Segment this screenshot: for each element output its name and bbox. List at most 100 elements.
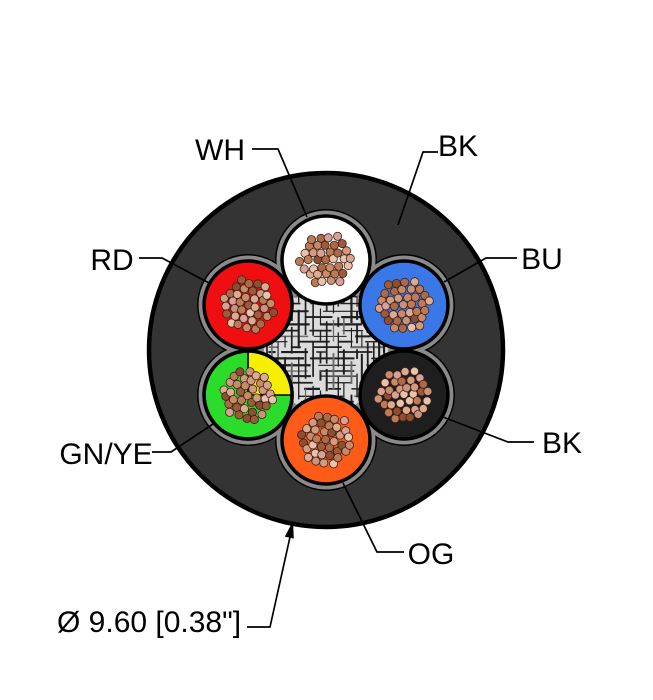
copper-strand (383, 280, 393, 290)
strand-bundle-bk (373, 366, 433, 424)
copper-strand (410, 277, 420, 287)
conductor-rd (202, 259, 294, 351)
copper-strand (251, 371, 261, 381)
copper-strand (232, 289, 242, 299)
copper-strand (268, 395, 278, 405)
copper-strand (405, 412, 415, 422)
copper-strand (243, 391, 253, 401)
copper-strand (337, 239, 347, 249)
copper-strand (398, 300, 408, 310)
copper-strand (306, 235, 316, 245)
copper-strand (341, 246, 351, 256)
copper-strand (333, 231, 343, 241)
copper-strand (383, 316, 393, 326)
copper-strand (323, 233, 333, 243)
copper-strand (422, 396, 432, 406)
copper-strand (384, 385, 394, 395)
copper-strand (240, 381, 250, 391)
copper-strand (236, 395, 246, 405)
copper-strand (228, 395, 238, 405)
label-bu: BU (521, 243, 563, 276)
copper-strand (266, 298, 276, 308)
strand-bundle-rd (219, 275, 278, 334)
label-gn-ye: GN/YE (59, 438, 152, 471)
dimension-callout: Ø 9.60 [0.38"] (57, 521, 294, 639)
copper-strand (344, 440, 354, 450)
copper-strand (268, 307, 278, 317)
copper-strand (412, 396, 422, 406)
copper-strand (316, 442, 326, 452)
copper-strand (423, 386, 433, 396)
copper-strand (386, 400, 396, 410)
copper-strand (402, 383, 412, 393)
dimension-label: Ø 9.60 [0.38"] (57, 606, 241, 639)
conductor-bk (358, 349, 450, 441)
copper-strand (259, 372, 269, 382)
copper-strand (393, 293, 403, 303)
copper-strand (321, 255, 331, 265)
copper-strand (409, 366, 419, 376)
copper-strand (406, 299, 416, 309)
copper-strand (235, 367, 245, 377)
copper-strand (302, 424, 312, 434)
copper-strand (257, 409, 267, 419)
copper-strand (225, 407, 235, 417)
copper-strand (321, 434, 331, 444)
copper-strand (418, 379, 428, 389)
label-bk-conductor: BK (542, 427, 582, 460)
dimension-arrowhead (284, 521, 294, 539)
copper-strand (237, 305, 247, 315)
leader-wh (252, 148, 308, 218)
copper-strand (327, 428, 337, 438)
conductor-og (280, 394, 372, 486)
conductor-bu (358, 259, 450, 351)
copper-strand (244, 279, 254, 289)
copper-strand (401, 316, 411, 326)
strand-bundle-wh (294, 231, 355, 288)
copper-strand (373, 394, 383, 404)
copper-strand (418, 404, 428, 414)
copper-strand (329, 240, 339, 250)
copper-strand (262, 290, 272, 300)
copper-strand (410, 382, 420, 392)
copper-strand (253, 310, 263, 320)
copper-strand (241, 292, 251, 302)
conductor-wh (280, 214, 372, 306)
conductor-rim-gn-ye (202, 349, 294, 441)
leader-bu (443, 257, 517, 283)
copper-strand (406, 375, 416, 385)
leader-rd (139, 257, 210, 284)
copper-strand (397, 376, 407, 386)
copper-strand (261, 401, 271, 411)
copper-strand (407, 322, 417, 332)
copper-strand (325, 450, 335, 460)
copper-strand (400, 367, 410, 377)
copper-strand (303, 452, 313, 462)
copper-strand (310, 425, 320, 435)
copper-strand (245, 367, 255, 377)
copper-strand (262, 380, 272, 390)
copper-strand (424, 296, 434, 306)
copper-strand (235, 387, 245, 397)
copper-strand (253, 279, 263, 289)
copper-strand (380, 378, 390, 388)
copper-strand (392, 316, 402, 326)
copper-strand (320, 240, 330, 250)
copper-strand (410, 292, 420, 302)
leader-gn-ye (152, 423, 214, 453)
copper-strand (299, 264, 309, 274)
label-og: OG (408, 538, 455, 571)
copper-strand (330, 269, 340, 279)
copper-strand (316, 248, 326, 258)
leader-bk-conductor (442, 416, 534, 443)
label-bk-jacket: BK (438, 130, 478, 163)
copper-strand (329, 414, 339, 424)
copper-strand (311, 456, 321, 466)
copper-strand (312, 434, 322, 444)
copper-strand (392, 370, 402, 380)
copper-strand (389, 301, 399, 311)
copper-strand (250, 302, 260, 312)
copper-strand (325, 263, 335, 273)
